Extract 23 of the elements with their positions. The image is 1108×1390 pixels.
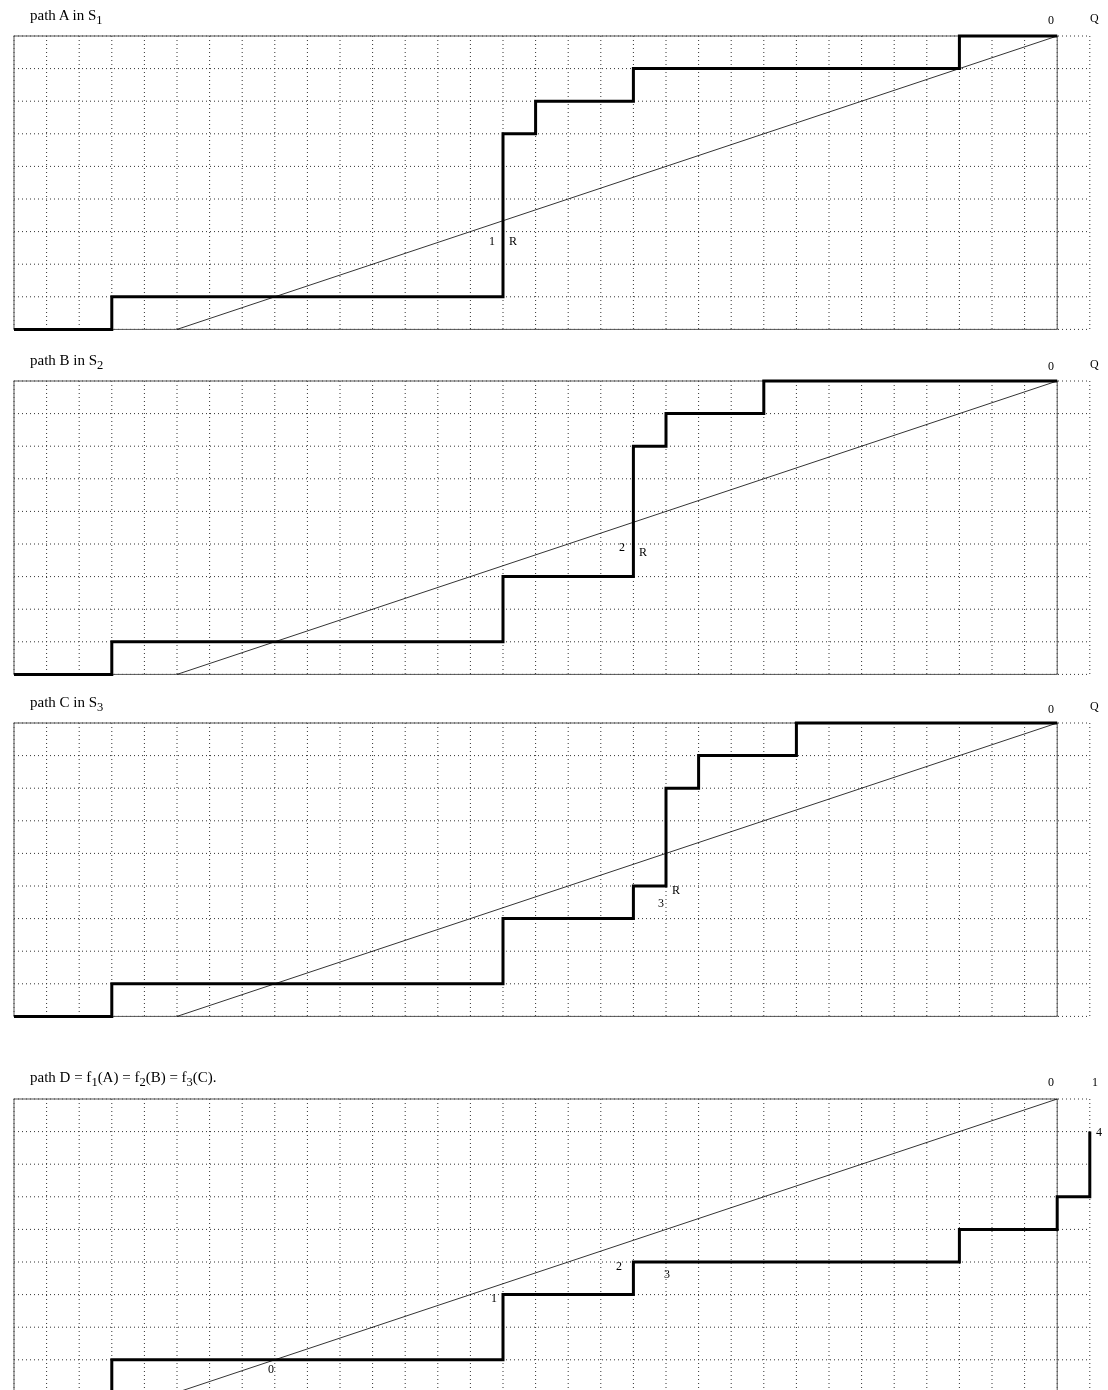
point-label: 2 (616, 1260, 622, 1272)
point-label: 1 (491, 1292, 497, 1304)
point-label: 0 (268, 1363, 274, 1375)
point-label: 0 (1048, 703, 1054, 715)
panel-title: path C in S$_{3}$ (30, 695, 104, 714)
point-label: 2 (619, 541, 625, 553)
point-label: 1 (489, 235, 495, 247)
point-label: 0 (1048, 360, 1054, 372)
point-label: 3 (664, 1268, 670, 1280)
point-label: Q (1090, 358, 1099, 370)
point-label: 1 (1092, 1076, 1098, 1088)
point-label: R (509, 235, 517, 247)
point-label: 0 (1048, 1076, 1054, 1088)
point-label: R (672, 884, 680, 896)
point-label: 4 (1096, 1126, 1102, 1138)
point-label: 3 (658, 897, 664, 909)
panel-title: path B in S$_{2}$ (30, 353, 104, 372)
point-label: R (639, 546, 647, 558)
point-label: Q (1090, 12, 1099, 24)
point-label: 0 (1048, 14, 1054, 26)
panel-title: path A in S$_{1}$ (30, 8, 103, 27)
point-label: Q (1090, 700, 1099, 712)
panel-title: path D = f$_{1}$(A) = f$_{2}$(B) = f$_{3}$(C). (30, 1070, 217, 1089)
